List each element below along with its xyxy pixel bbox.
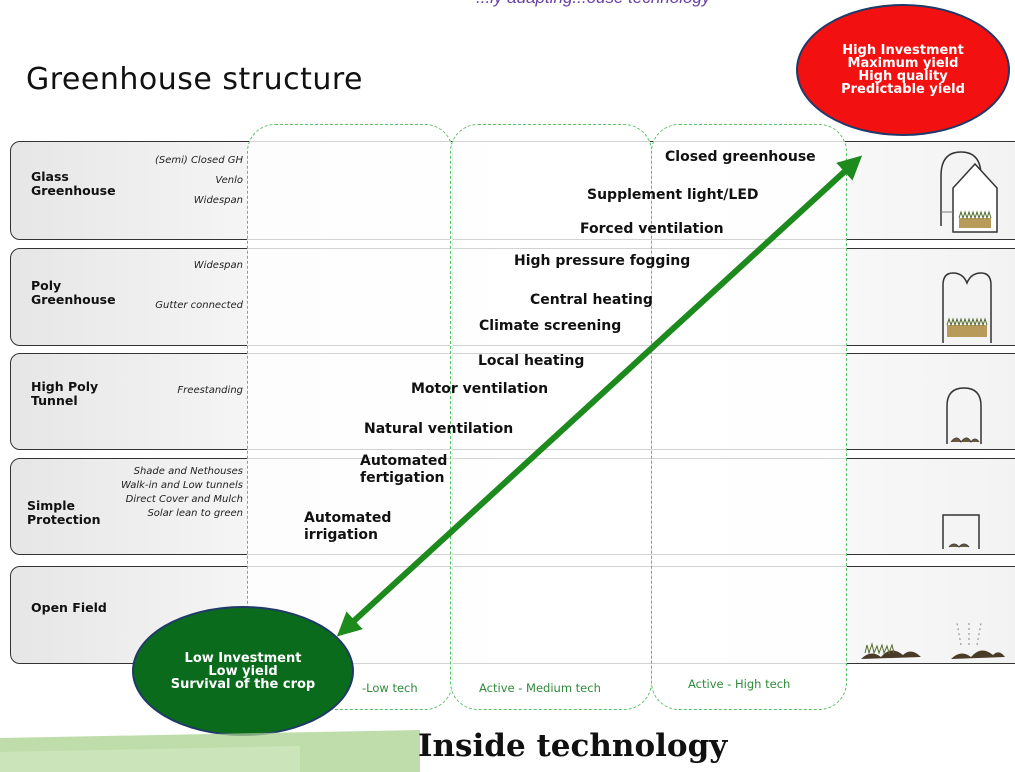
row-subtype: Direct Cover and Mulch bbox=[125, 494, 243, 505]
row-label: Open Field bbox=[31, 600, 107, 615]
column-label: -Low tech bbox=[362, 681, 418, 695]
poly-greenhouse-icon bbox=[942, 272, 992, 343]
page-title: Greenhouse structure bbox=[26, 62, 363, 97]
row-subtype: Widespan bbox=[193, 195, 243, 206]
row-subtype: Shade and Nethouses bbox=[133, 466, 243, 477]
column-label: Active - Medium tech bbox=[479, 681, 601, 695]
high-investment-callout: High Investment Maximum yield High quali… bbox=[796, 4, 1010, 136]
callout-line: Low yield bbox=[208, 663, 278, 679]
row-subtype: Venlo bbox=[215, 175, 243, 186]
callout-line: Predictable yield bbox=[841, 82, 965, 97]
callout-line: High quality bbox=[858, 69, 948, 84]
row-subtype: (Semi) Closed GH bbox=[154, 155, 243, 166]
open-field-icon bbox=[861, 621, 1005, 659]
low-investment-callout: Low Investment Low yield Survival of the… bbox=[132, 606, 354, 736]
column-label: Active - High tech bbox=[688, 677, 791, 691]
row-subtype: Gutter connected bbox=[155, 300, 243, 311]
callout-line: High Investment bbox=[842, 43, 964, 58]
callout-line: Survival of the crop bbox=[170, 676, 316, 692]
row-subtype: Freestanding bbox=[177, 385, 243, 396]
top-cropped-text: ...ly adapting...ouse technology bbox=[476, 0, 710, 8]
decorative-wedge bbox=[0, 730, 420, 772]
row-label: Poly Greenhouse bbox=[31, 278, 116, 307]
glass-greenhouse-icon bbox=[940, 151, 998, 233]
footer-title: Inside technology bbox=[418, 728, 728, 764]
callout-line: Low Investment bbox=[184, 650, 302, 666]
shade-house-icon bbox=[942, 514, 980, 549]
row-subtype: Walk-in and Low tunnels bbox=[120, 480, 243, 491]
row-subtype: Solar lean to green bbox=[147, 508, 243, 519]
row-label: Simple Protection bbox=[27, 498, 101, 527]
row-subtype: Widespan bbox=[193, 260, 243, 271]
callout-line: Maximum yield bbox=[847, 56, 959, 71]
row-label: Glass Greenhouse bbox=[31, 169, 116, 198]
row-label: High Poly Tunnel bbox=[31, 379, 99, 408]
tunnel-icon bbox=[946, 387, 982, 444]
